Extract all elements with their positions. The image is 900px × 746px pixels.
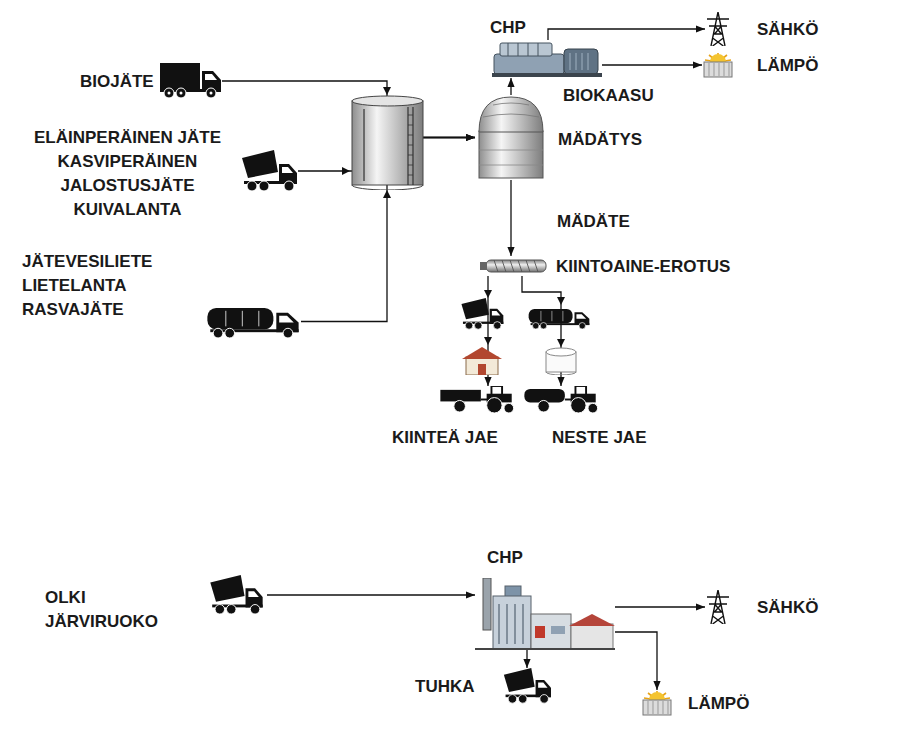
icon-node: KIINTEÄ JAE xyxy=(440,386,514,413)
flow-arrow xyxy=(548,29,705,40)
flow-arrow xyxy=(267,594,475,595)
node-label: SÄHKÖ xyxy=(757,18,818,41)
node-label: CHP xyxy=(490,16,526,39)
node-label: CHP xyxy=(487,546,523,569)
node-label: OLKI JÄRVIRUOKO xyxy=(45,586,170,634)
node-label: KIINTOAINE-EROTUS xyxy=(556,255,730,278)
icon-shape xyxy=(210,575,262,614)
node-icon xyxy=(205,575,267,615)
arrow-head xyxy=(383,87,391,95)
storage-barn xyxy=(462,347,502,375)
flow-arrow xyxy=(222,81,475,138)
icon-node: NESTE JAE xyxy=(524,386,598,413)
node-label: SÄHKÖ xyxy=(757,596,818,619)
flow-arrow xyxy=(510,180,511,256)
icon-node: MÄDÄTYS xyxy=(475,95,547,180)
mixing-tank xyxy=(352,96,423,190)
icon-node: BIOJÄTE xyxy=(160,63,222,99)
flow-arrow xyxy=(510,78,511,95)
node-label: MÄDÄTYS xyxy=(558,128,642,151)
node-icon xyxy=(440,386,514,413)
node-icon xyxy=(705,590,731,624)
icon-node: CHP xyxy=(475,578,615,650)
node-icon xyxy=(160,63,222,99)
node-label: KIINTEÄ JAE xyxy=(392,426,498,449)
node-label: LÄMPÖ xyxy=(688,692,749,715)
node-icon xyxy=(480,256,548,276)
icon-shape xyxy=(504,668,551,703)
icon-node: ELÄINPERÄINEN JÄTE KASVIPERÄINEN JALOSTU… xyxy=(240,150,298,192)
icon-shape xyxy=(479,97,543,178)
flow-arrow xyxy=(615,632,657,690)
icon-node: LÄMPÖ xyxy=(640,690,674,716)
edge-label-holder: BIOKAASU xyxy=(563,84,654,107)
arrow-head xyxy=(342,167,350,175)
icon-shape xyxy=(160,63,221,98)
node-icon xyxy=(498,668,556,704)
node-icon xyxy=(240,150,298,192)
arrow-head xyxy=(383,190,391,198)
icon-node: CHP xyxy=(492,40,602,78)
tanker-truck xyxy=(529,309,590,329)
arrow-head xyxy=(557,297,565,305)
arrow-head xyxy=(557,339,565,347)
arrow-head xyxy=(484,337,492,345)
node-icon xyxy=(475,95,547,180)
node-label: ELÄINPERÄINEN JÄTE KASVIPERÄINEN JALOSTU… xyxy=(20,126,235,222)
edge-label-holder: MÄDÄTE xyxy=(557,210,630,233)
icon-shape xyxy=(480,260,546,272)
icon-shape xyxy=(643,691,671,715)
icon-node: LÄMPÖ xyxy=(702,52,734,78)
node-label: LÄMPÖ xyxy=(757,54,818,77)
node-icon xyxy=(640,690,674,716)
icon-shape xyxy=(242,150,297,191)
flow-arrow xyxy=(602,64,702,65)
icon-node: SÄHKÖ xyxy=(705,590,731,624)
node-icon xyxy=(475,578,615,650)
icon-node: KIINTOAINE-EROTUS xyxy=(480,256,548,276)
icon-node: OLKI JÄRVIRUOKO xyxy=(205,575,267,615)
node-label: TUHKA xyxy=(415,675,475,698)
node-label: NESTE JAE xyxy=(552,426,646,449)
icon-shape xyxy=(475,578,615,650)
dump-truck xyxy=(461,298,503,329)
storage-tank xyxy=(546,348,576,375)
node-icon xyxy=(702,52,734,78)
icon-shape xyxy=(492,43,602,77)
icon-shape xyxy=(207,308,298,338)
flow-arrow xyxy=(526,650,527,668)
icon-shape xyxy=(707,590,729,624)
icon-shape xyxy=(707,12,729,46)
icon-shape xyxy=(704,53,732,77)
node-icon xyxy=(492,40,602,78)
icon-node: TUHKA xyxy=(498,668,556,704)
arrow-head xyxy=(484,290,492,298)
node-icon xyxy=(524,386,598,413)
node-label: BIOJÄTE xyxy=(80,70,154,93)
node-icon xyxy=(205,305,301,338)
icon-node: SÄHKÖ xyxy=(705,12,731,46)
icon-shape xyxy=(440,386,513,413)
node-label: JÄTEVESILIETE LIETELANTA RASVAJÄTE xyxy=(22,250,172,322)
icon-shape xyxy=(524,386,597,413)
icon-node: JÄTEVESILIETE LIETELANTA RASVAJÄTE xyxy=(205,305,301,338)
node-icon xyxy=(705,12,731,46)
flow-label: MÄDÄTE xyxy=(557,210,630,233)
flow-arrow xyxy=(615,606,705,607)
flow-label: BIOKAASU xyxy=(563,84,654,107)
